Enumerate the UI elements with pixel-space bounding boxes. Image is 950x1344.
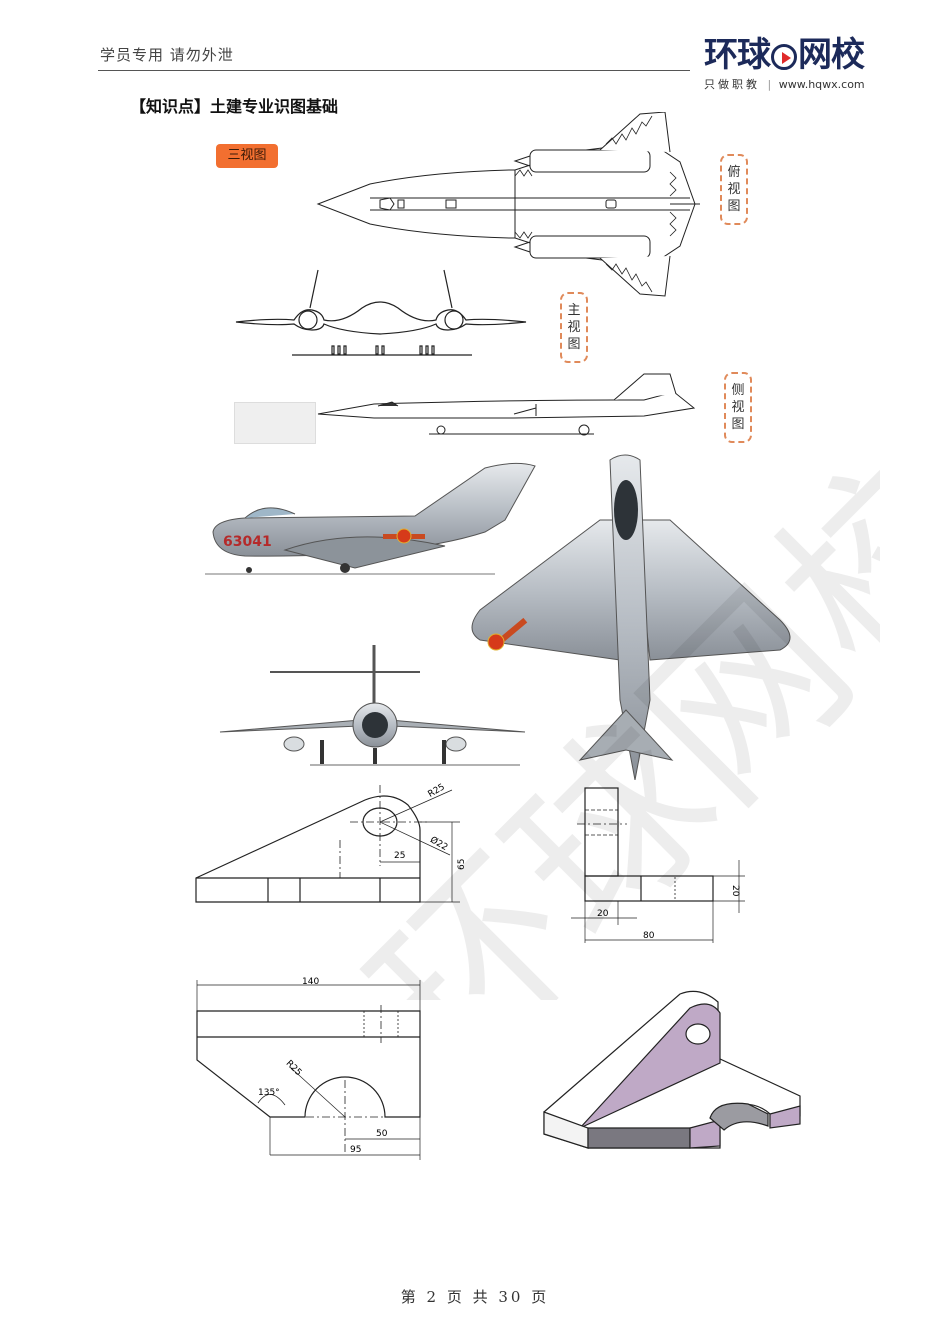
header-divider	[98, 70, 690, 71]
jet-top-illustration	[471, 454, 791, 780]
three-view-badge: 三视图	[216, 144, 278, 168]
section-title: 【知识点】土建专业识图基础	[130, 97, 339, 116]
logo-name-part2: 网校	[798, 35, 865, 75]
aircraft-top-view-drawing	[316, 112, 700, 297]
brand-logo: 环球网校 只做职教 | www.hqwx.com	[704, 36, 874, 92]
jet-front-illustration	[219, 645, 526, 766]
image-placeholder	[234, 402, 316, 444]
label-front-view: 主视图	[560, 292, 588, 363]
dim-50: 50	[376, 1129, 388, 1139]
aircraft-front-view-drawing	[235, 269, 527, 356]
dim-dia22: Ø22	[428, 834, 450, 853]
logo-url: www.hqwx.com	[778, 78, 865, 91]
logo-name-part1: 环球	[704, 35, 771, 75]
serial-number: 63041	[223, 534, 272, 550]
bracket-isometric-render	[543, 990, 801, 1149]
dim-25: 25	[394, 851, 405, 861]
confidential-notice: 学员专用 请勿外泄	[100, 46, 234, 64]
dim-135-deg: 135°	[258, 1088, 280, 1098]
aircraft-side-view-drawing	[317, 373, 696, 436]
dim-r25-top: R25	[284, 1059, 304, 1079]
dim-20-width: 20	[597, 909, 609, 919]
logo-tagline: 只做职教	[704, 78, 760, 91]
page-indicator: 第 2 页 共 30 页	[400, 1288, 550, 1306]
dim-65: 65	[457, 859, 467, 870]
dim-95: 95	[350, 1145, 361, 1155]
bracket-top-view-drawing: 140 R25 135° 50 95	[196, 977, 421, 1160]
dim-20-height: 20	[730, 885, 740, 897]
logo-tagline-row: 只做职教 | www.hqwx.com	[704, 76, 874, 92]
label-top-view: 俯视图	[720, 154, 748, 225]
dim-80: 80	[643, 931, 655, 941]
bracket-front-view-drawing: R25 Ø22 25 65	[195, 782, 467, 903]
logo-wordmark: 环球网校	[704, 36, 874, 74]
play-icon	[771, 43, 797, 70]
dim-140: 140	[302, 977, 319, 987]
bracket-side-view-drawing: 20 20 80	[571, 787, 745, 943]
jet-side-illustration: 63041	[205, 462, 536, 575]
label-side-view: 侧视图	[724, 372, 752, 443]
logo-separator: |	[767, 78, 772, 91]
